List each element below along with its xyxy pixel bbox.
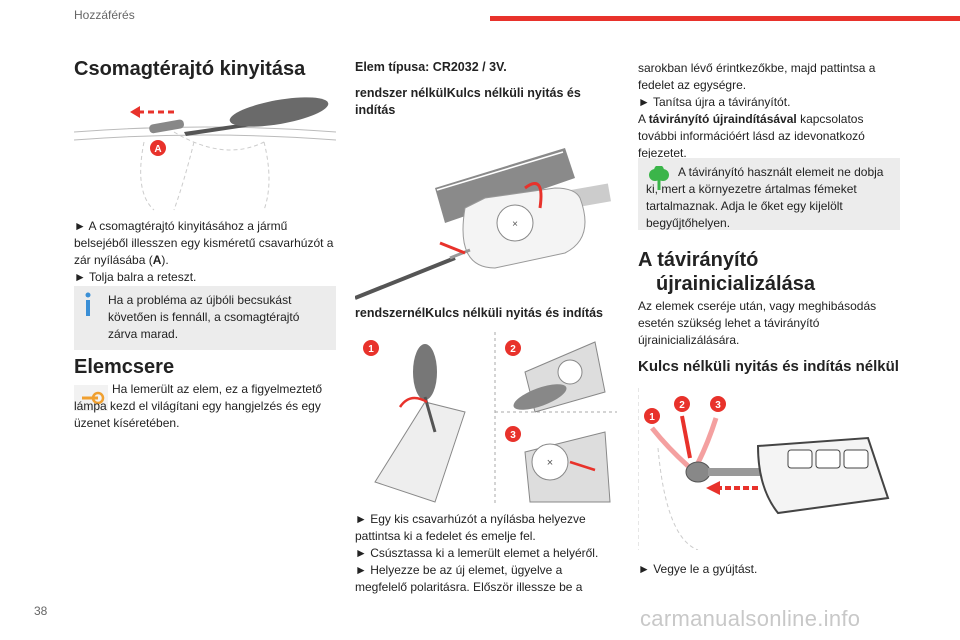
svg-text:×: ×: [547, 457, 553, 469]
reinit-reference: A távirányító újraindításával kapcsolato…: [638, 112, 865, 160]
svg-text:1: 1: [368, 344, 374, 355]
info-note-text: Ha a probléma az újbóli becsukást követő…: [108, 293, 300, 341]
battery-step-d: ► Tanítsa újra a távirányítót.: [638, 95, 791, 109]
svg-text:2: 2: [679, 400, 685, 411]
system-heading: rendszer nélkülKulcs nélküli nyitás és i…: [355, 86, 581, 117]
page-number: 38: [34, 604, 48, 618]
battery-step-c-cont: sarokban lévő érintkezőkbe, majd pattint…: [638, 61, 876, 92]
reinit-text: Az elemek cseréje után, vagy meghibásodá…: [638, 299, 877, 347]
recycle-tree-icon: [646, 165, 672, 197]
svg-text:2: 2: [510, 344, 516, 355]
info-note: Ha a probléma az újbóli becsukást követő…: [74, 286, 336, 350]
system-heading-2: rendszernélKulcs nélküli nyitás és indít…: [355, 306, 604, 320]
svg-text:3: 3: [510, 430, 516, 441]
svg-text:×: ×: [512, 219, 518, 230]
keyless-heading: Kulcs nélküli nyitás és indítás nélkül: [638, 358, 899, 375]
eco-note-text: A távirányító használt elemeit ne dobja …: [646, 165, 884, 230]
battery-step-a: ► Egy kis csavarhúzót a nyílásba helyezv…: [355, 512, 586, 543]
reinit-step-e: ► Vegye le a gyújtást.: [638, 562, 758, 576]
wrench-warning-icon: [74, 385, 108, 411]
svg-text:1: 1: [649, 412, 655, 423]
battery-type: Elem típusa: CR2032 / 3V.: [355, 60, 507, 74]
key-battery-illustration: ×: [355, 148, 611, 300]
key-reinit-illustration: 1 2 3: [638, 388, 890, 550]
trunk-heading: Csomagtérajtó kinyitása: [74, 58, 306, 80]
battery-step-c: ► Helyezze be az új elemet, ügyelve a me…: [355, 563, 583, 594]
eco-note: A távirányító használt elemeit ne dobja …: [638, 158, 900, 230]
watermark: carmanualsonline.info: [640, 606, 861, 631]
battery-step-b: ► Csúsztassa ki a lemerült elemet a hely…: [355, 546, 599, 560]
header-accent-bar: [490, 16, 960, 21]
trunk-step-2: ► Tolja balra a reteszt.: [74, 270, 197, 284]
trunk-lock-illustration: A: [74, 97, 336, 211]
trunk-step-1: ► A csomagtérajtó kinyitásához a jármű b…: [74, 219, 334, 267]
battery-heading: Elemcsere: [74, 356, 175, 378]
figure-label: A: [154, 144, 161, 155]
keyless-battery-steps-illustration: 1 2 3 ×: [363, 332, 617, 506]
battery-text: Ha lemerült az elem, ez a figyelmeztető …: [74, 382, 323, 430]
section-title: Hozzáférés: [74, 8, 135, 22]
info-icon: [84, 292, 91, 316]
svg-text:3: 3: [715, 400, 721, 411]
